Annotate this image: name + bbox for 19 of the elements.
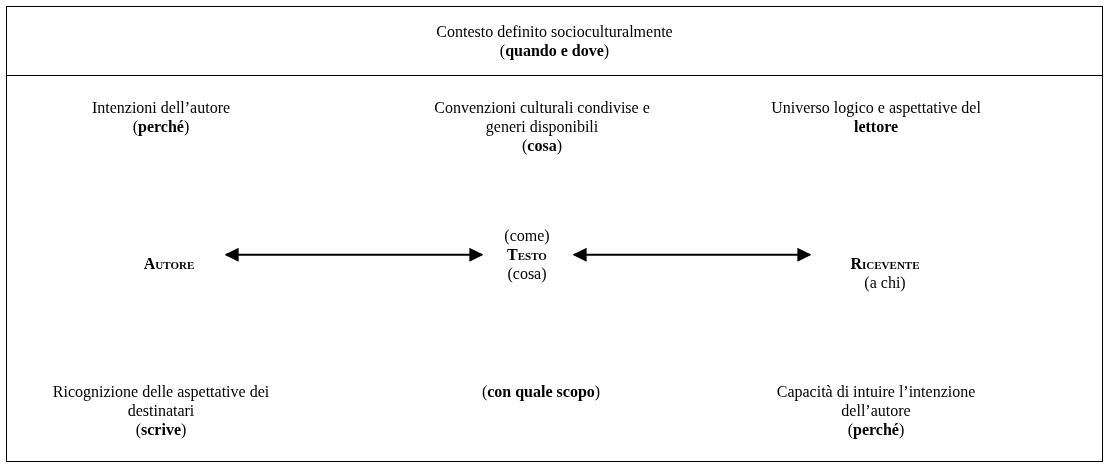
role-name: Autore — [143, 254, 195, 274]
note-text: (perché) — [847, 420, 905, 440]
role-note: (come) — [504, 226, 550, 246]
role-name: Ricevente — [850, 254, 920, 274]
note-text: Intenzioni dell’autore — [91, 98, 231, 118]
note-text: (perché) — [132, 117, 190, 137]
note-text: (con quale scopo) — [481, 382, 601, 402]
double-arrow — [224, 247, 484, 262]
context-header-box — [6, 6, 1103, 76]
note-text: Universo logico e aspettative del lettore — [770, 98, 982, 137]
double-arrow — [572, 247, 812, 262]
header-text: (quando e dove) — [499, 41, 610, 61]
note-text: (cosa) — [522, 136, 562, 156]
header-text: Contesto definito socioculturalmente — [436, 21, 673, 41]
role-name: Testo — [507, 245, 547, 265]
note-text: (scrive) — [135, 420, 187, 440]
role-note: (a chi) — [864, 273, 906, 293]
content-panel — [6, 76, 1103, 462]
role-note: (cosa) — [507, 264, 547, 284]
